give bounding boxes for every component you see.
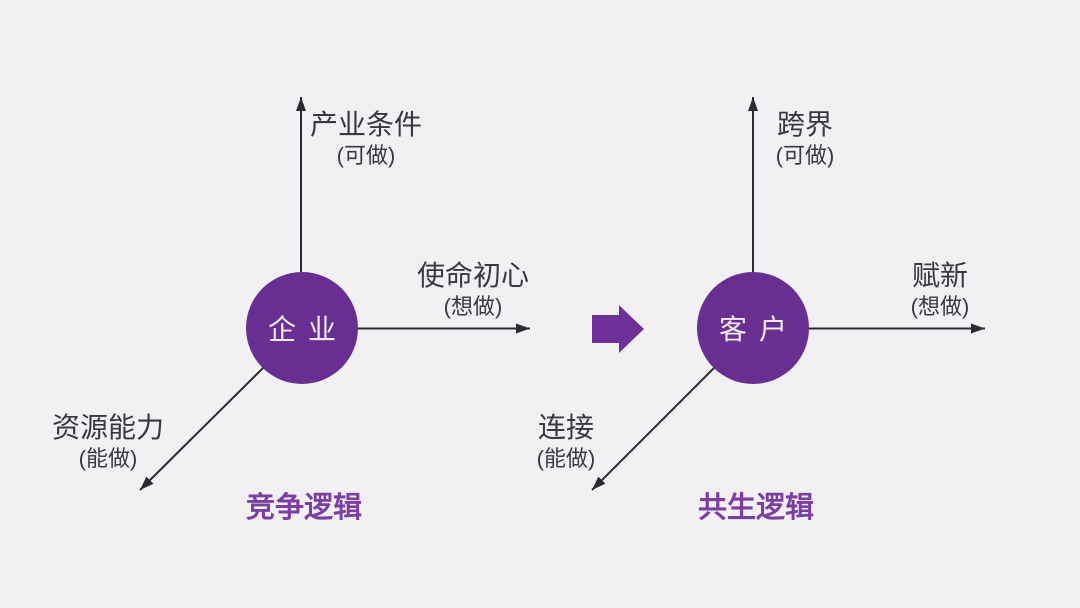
axis-label-text: 跨界	[776, 109, 833, 140]
axis-label-note: (能做)	[536, 446, 596, 471]
axis-label-text: 连接	[537, 412, 594, 443]
right-down-axis-label: 连接 (能做)	[507, 413, 625, 472]
axis-label-text: 产业条件	[309, 109, 422, 140]
axis-label-note: (可做)	[775, 143, 835, 168]
axis-label-note: (想做)	[910, 294, 970, 319]
axis-label-note: (可做)	[336, 143, 396, 168]
right-up-axis-label: 跨界 (可做)	[746, 110, 864, 169]
axis-label-text: 赋新	[911, 260, 968, 291]
axis-label-note: (能做)	[78, 446, 138, 471]
axis-label-text: 使命初心	[416, 260, 529, 291]
transition-arrow-icon	[592, 305, 644, 353]
left-down-axis-label: 资源能力 (能做)	[49, 413, 167, 472]
axis-label-note: (想做)	[443, 294, 503, 319]
customer-node-label: 客户	[718, 314, 799, 345]
left-up-axis-label: 产业条件 (可做)	[307, 110, 425, 169]
enterprise-node-label: 企业	[267, 314, 348, 345]
axis-label-text: 资源能力	[51, 412, 164, 443]
left-down-axis-arrow	[139, 366, 265, 491]
right-right-axis-label: 赋新 (想做)	[881, 261, 999, 320]
customer-node: 客户	[697, 272, 809, 384]
left-right-axis-label: 使命初心 (想做)	[414, 261, 532, 320]
left-diagram-title: 竞争逻辑	[246, 492, 363, 524]
right-down-axis-arrow	[591, 366, 716, 491]
enterprise-node: 企业	[246, 272, 358, 384]
right-diagram-title: 共生逻辑	[698, 492, 815, 524]
